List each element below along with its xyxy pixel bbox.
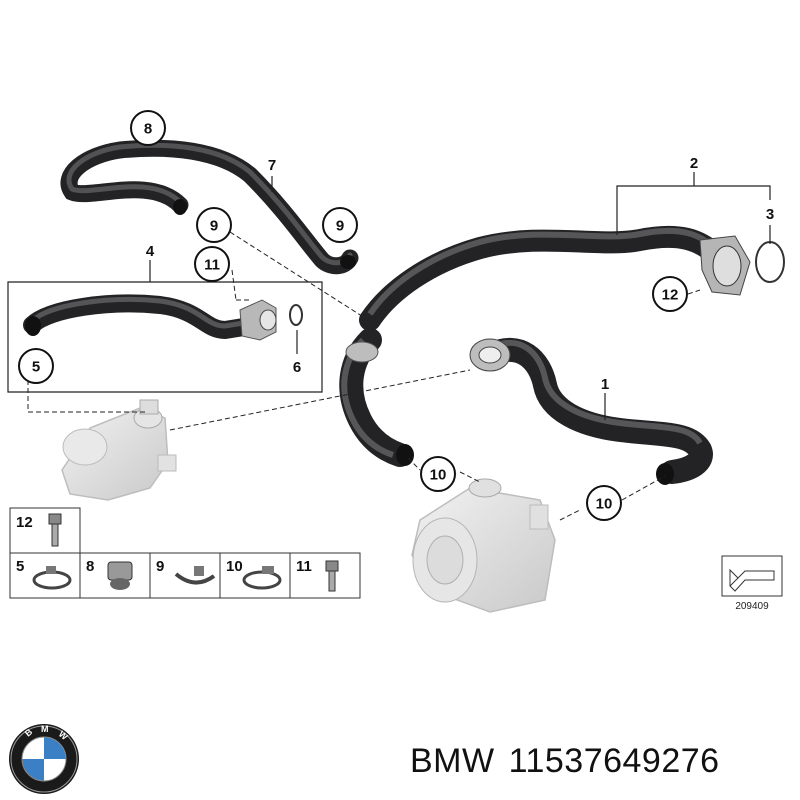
label-3: 3	[766, 206, 774, 223]
label-7: 7	[268, 157, 276, 174]
hose-4	[23, 294, 303, 341]
label-1: 1	[601, 376, 609, 393]
callout-5: 5	[18, 348, 54, 384]
svg-text:12: 12	[16, 514, 33, 531]
callout-11: 11	[194, 246, 230, 282]
group-frame-4	[7, 281, 323, 393]
svg-text:11: 11	[204, 257, 220, 274]
water-pump-ghost	[411, 478, 556, 613]
hose-1	[469, 337, 713, 485]
svg-text:11: 11	[296, 558, 312, 575]
callout-9-left: 9	[196, 207, 232, 243]
callout-10-left: 10	[420, 456, 456, 492]
hardware-legend-table: 12 5 8 9 10 11	[9, 507, 361, 599]
svg-text:10: 10	[226, 558, 243, 575]
label-6: 6	[293, 359, 301, 376]
svg-text:B: B	[23, 726, 35, 738]
svg-text:9: 9	[336, 218, 344, 235]
svg-text:8: 8	[144, 121, 152, 138]
svg-text:12: 12	[662, 287, 679, 304]
brand-name: BMW	[410, 742, 495, 780]
brand-part-number: BMW 11537649276	[410, 742, 734, 781]
part-number: 11537649276	[508, 742, 720, 780]
svg-text:8: 8	[86, 558, 94, 575]
svg-text:9: 9	[156, 558, 164, 575]
svg-text:9: 9	[210, 218, 218, 235]
diagram-code-box: 209409	[721, 555, 783, 612]
label-2: 2	[690, 155, 698, 172]
hose-7-8	[60, 139, 359, 275]
hose-2	[339, 225, 785, 467]
svg-text:M: M	[41, 724, 49, 734]
callout-8: 8	[130, 110, 166, 146]
svg-text:209409: 209409	[735, 601, 769, 612]
callout-9-right: 9	[322, 207, 358, 243]
callout-10-right: 10	[586, 485, 622, 521]
svg-text:5: 5	[16, 558, 24, 575]
svg-text:5: 5	[32, 359, 40, 376]
thermostat-housing-ghost	[61, 399, 177, 501]
bmw-logo: B M W	[9, 724, 79, 794]
callout-12-top: 12	[652, 276, 688, 312]
svg-text:10: 10	[430, 467, 447, 484]
svg-text:10: 10	[596, 496, 613, 513]
label-4: 4	[146, 243, 155, 260]
